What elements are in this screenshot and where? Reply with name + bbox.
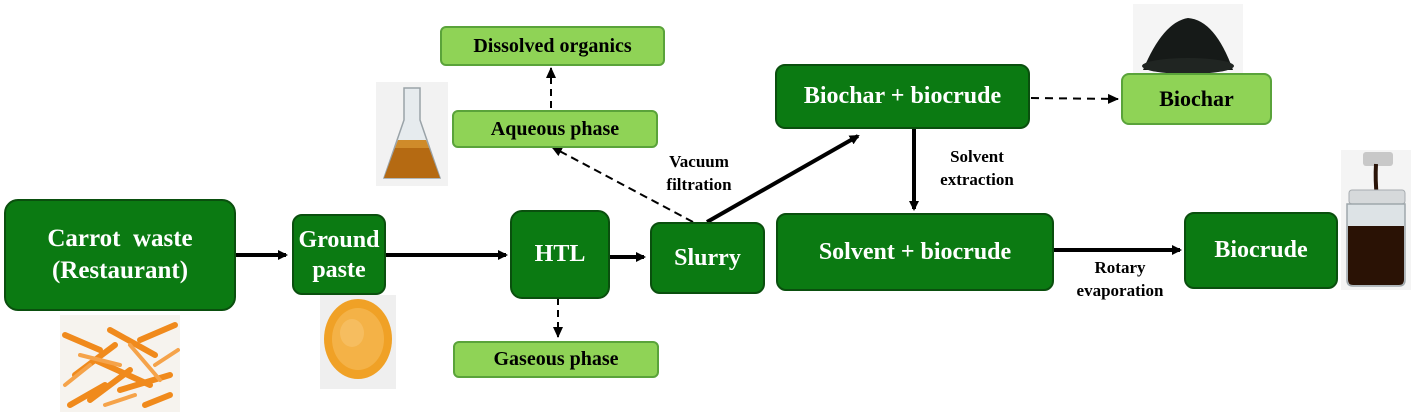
biocrude-photo bbox=[1341, 150, 1411, 290]
solvent-extraction-line2: extraction bbox=[940, 170, 1014, 189]
slurry-box: Slurry bbox=[650, 222, 765, 294]
solvent-biocrude-box: Solvent + biocrude bbox=[776, 213, 1054, 291]
rotary-evaporation-line1: Rotary bbox=[1094, 258, 1146, 277]
rotary-evaporation-line2: evaporation bbox=[1076, 281, 1164, 300]
aqueous-phase-photo bbox=[376, 82, 448, 186]
arrow-slurry-to-biochar-biocrude bbox=[706, 134, 860, 224]
vacuum-filtration-line2: filtration bbox=[666, 175, 732, 194]
carrot-shreds-image bbox=[62, 322, 180, 408]
gaseous-phase-box: Gaseous phase bbox=[453, 341, 659, 378]
ground-paste-label-line1: Ground bbox=[298, 226, 380, 253]
carrot-waste-label-line2: (Restaurant) bbox=[51, 257, 189, 284]
aqueous-phase-label: Aqueous phase bbox=[490, 117, 620, 140]
biochar-photo bbox=[1133, 4, 1243, 78]
vacuum-filtration-line1: Vacuum bbox=[669, 152, 729, 171]
solvent-biocrude-label: Solvent + biocrude bbox=[818, 238, 1012, 265]
gaseous-phase-label: Gaseous phase bbox=[493, 348, 619, 370]
arrow-biochar-biocrude-to-biochar bbox=[1030, 93, 1119, 104]
biochar-biocrude-label: Biochar + biocrude bbox=[803, 83, 1002, 109]
flask-image bbox=[382, 87, 442, 179]
orange-paste-image bbox=[324, 299, 392, 379]
ground-paste-label-line2: paste bbox=[312, 256, 366, 283]
htl-label: HTL bbox=[534, 241, 586, 267]
carrot-waste-label-line1: Carrot waste bbox=[47, 225, 193, 252]
arrow-slurry-to-aqueous bbox=[551, 146, 694, 223]
biocrude-label: Biocrude bbox=[1214, 237, 1308, 263]
vacuum-filtration-label: Vacuum filtration bbox=[652, 150, 746, 196]
rotary-evaporation-label: Rotary evaporation bbox=[1062, 256, 1178, 302]
carrot-waste-photo bbox=[60, 315, 180, 412]
slurry-label: Slurry bbox=[674, 244, 741, 271]
aqueous-phase-box: Aqueous phase bbox=[452, 110, 658, 148]
biochar-label: Biochar bbox=[1159, 86, 1234, 111]
ground-paste-box: Ground paste bbox=[292, 214, 386, 295]
htl-box: HTL bbox=[510, 210, 610, 299]
solvent-extraction-label: Solvent extraction bbox=[927, 145, 1027, 191]
ground-paste-photo bbox=[320, 295, 396, 389]
biochar-powder-image bbox=[1142, 18, 1234, 74]
biochar-box: Biochar bbox=[1121, 73, 1272, 125]
biocrude-jar-image bbox=[1346, 152, 1406, 287]
solvent-extraction-line1: Solvent bbox=[950, 147, 1004, 166]
carrot-waste-box: Carrot waste (Restaurant) bbox=[4, 199, 236, 311]
biochar-biocrude-box: Biochar + biocrude bbox=[775, 64, 1030, 129]
dissolved-organics-box: Dissolved organics bbox=[440, 26, 665, 66]
biocrude-box: Biocrude bbox=[1184, 212, 1338, 289]
dissolved-organics-label: Dissolved organics bbox=[473, 34, 632, 57]
